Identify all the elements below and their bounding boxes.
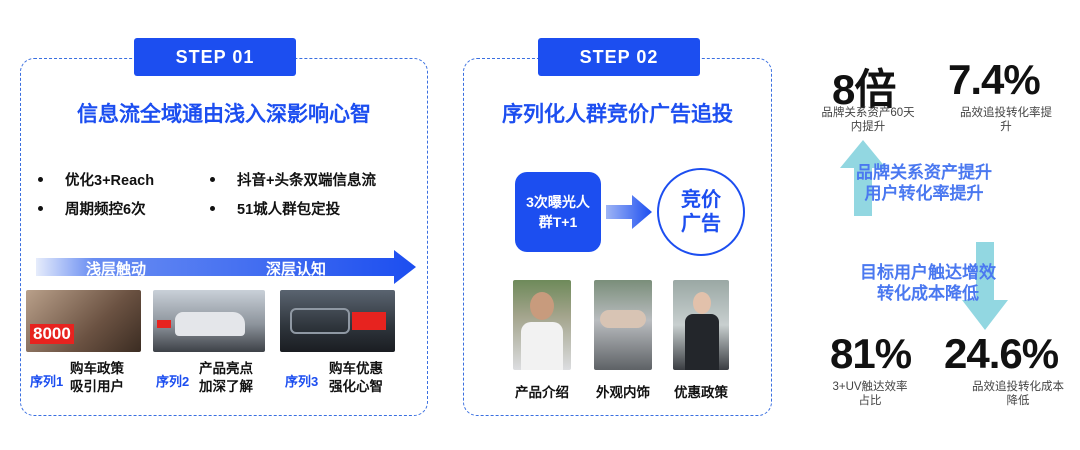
video-caption-product: 产品介绍 xyxy=(515,385,569,400)
video-thumbnail-exterior xyxy=(594,280,652,370)
mid-text-lower: 目标用户触达增效转化成本降低 xyxy=(860,263,996,303)
metric-brand-asset-desc: 品牌关系资产60天内提升 xyxy=(821,107,915,133)
sequence1-desc: 购车政策吸引用户 xyxy=(70,361,124,394)
sequence3-thumbnail xyxy=(280,290,395,352)
metric-uv-reach-desc: 3+UV触达效率占比 xyxy=(832,381,908,407)
right-arrow-icon xyxy=(606,195,652,229)
mid-text-upper: 品牌关系资产提升用户转化率提升 xyxy=(856,163,992,203)
step1-bullet-1: 优化3+Reach xyxy=(38,169,154,190)
step1-bullet-4: 51城人群包定投 xyxy=(210,198,340,219)
sequence1-thumbnail: 8000 xyxy=(26,290,141,352)
metric-cost-reduction-value: 24.6% xyxy=(944,330,1059,377)
sequence2-thumbnail xyxy=(153,290,265,352)
video-thumbnail-offer xyxy=(673,280,729,370)
metric-brand-asset-value: 8倍 xyxy=(832,66,896,113)
step1-bullet-3: 抖音+头条双端信息流 xyxy=(210,169,376,190)
video-thumbnail-product xyxy=(513,280,571,370)
deep-label: 深层认知 xyxy=(266,261,327,278)
sequence3-desc: 购车优惠强化心智 xyxy=(329,361,383,394)
sequence2-label: 序列2 xyxy=(156,374,190,389)
down-arrow-icon xyxy=(962,242,1008,330)
metric-uv-reach-value: 81% xyxy=(830,330,912,377)
sequence3-label: 序列3 xyxy=(285,374,319,389)
up-arrow-icon xyxy=(840,140,886,216)
sequence1-price-badge: 8000 xyxy=(30,324,74,344)
step2-title: 序列化人群竞价广告追投 xyxy=(502,103,733,126)
step2-tag: STEP 02 xyxy=(538,38,700,76)
metric-cost-reduction-desc: 品效追投转化成本降低 xyxy=(972,381,1064,407)
sequence1-label: 序列1 xyxy=(30,374,64,389)
metric-conversion-rate-value: 7.4% xyxy=(948,56,1041,103)
step1-title: 信息流全域通由浅入深影响心智 xyxy=(77,103,371,126)
step1-tag: STEP 01 xyxy=(134,38,296,76)
video-caption-offer: 优惠政策 xyxy=(674,385,728,400)
step1-bullet-2: 周期频控6次 xyxy=(38,198,146,219)
metric-conversion-rate-desc: 品效追投转化率提升 xyxy=(960,107,1052,133)
bidding-ad-circle: 竞价广告 xyxy=(657,168,745,256)
step1-panel xyxy=(20,58,428,416)
shallow-label: 浅层触动 xyxy=(86,261,147,278)
depth-arrow xyxy=(36,250,416,284)
video-caption-exterior: 外观内饰 xyxy=(596,385,650,400)
sequence2-desc: 产品亮点加深了解 xyxy=(199,361,253,394)
exposure-audience-box: 3次曝光人群T+1 xyxy=(515,172,601,252)
